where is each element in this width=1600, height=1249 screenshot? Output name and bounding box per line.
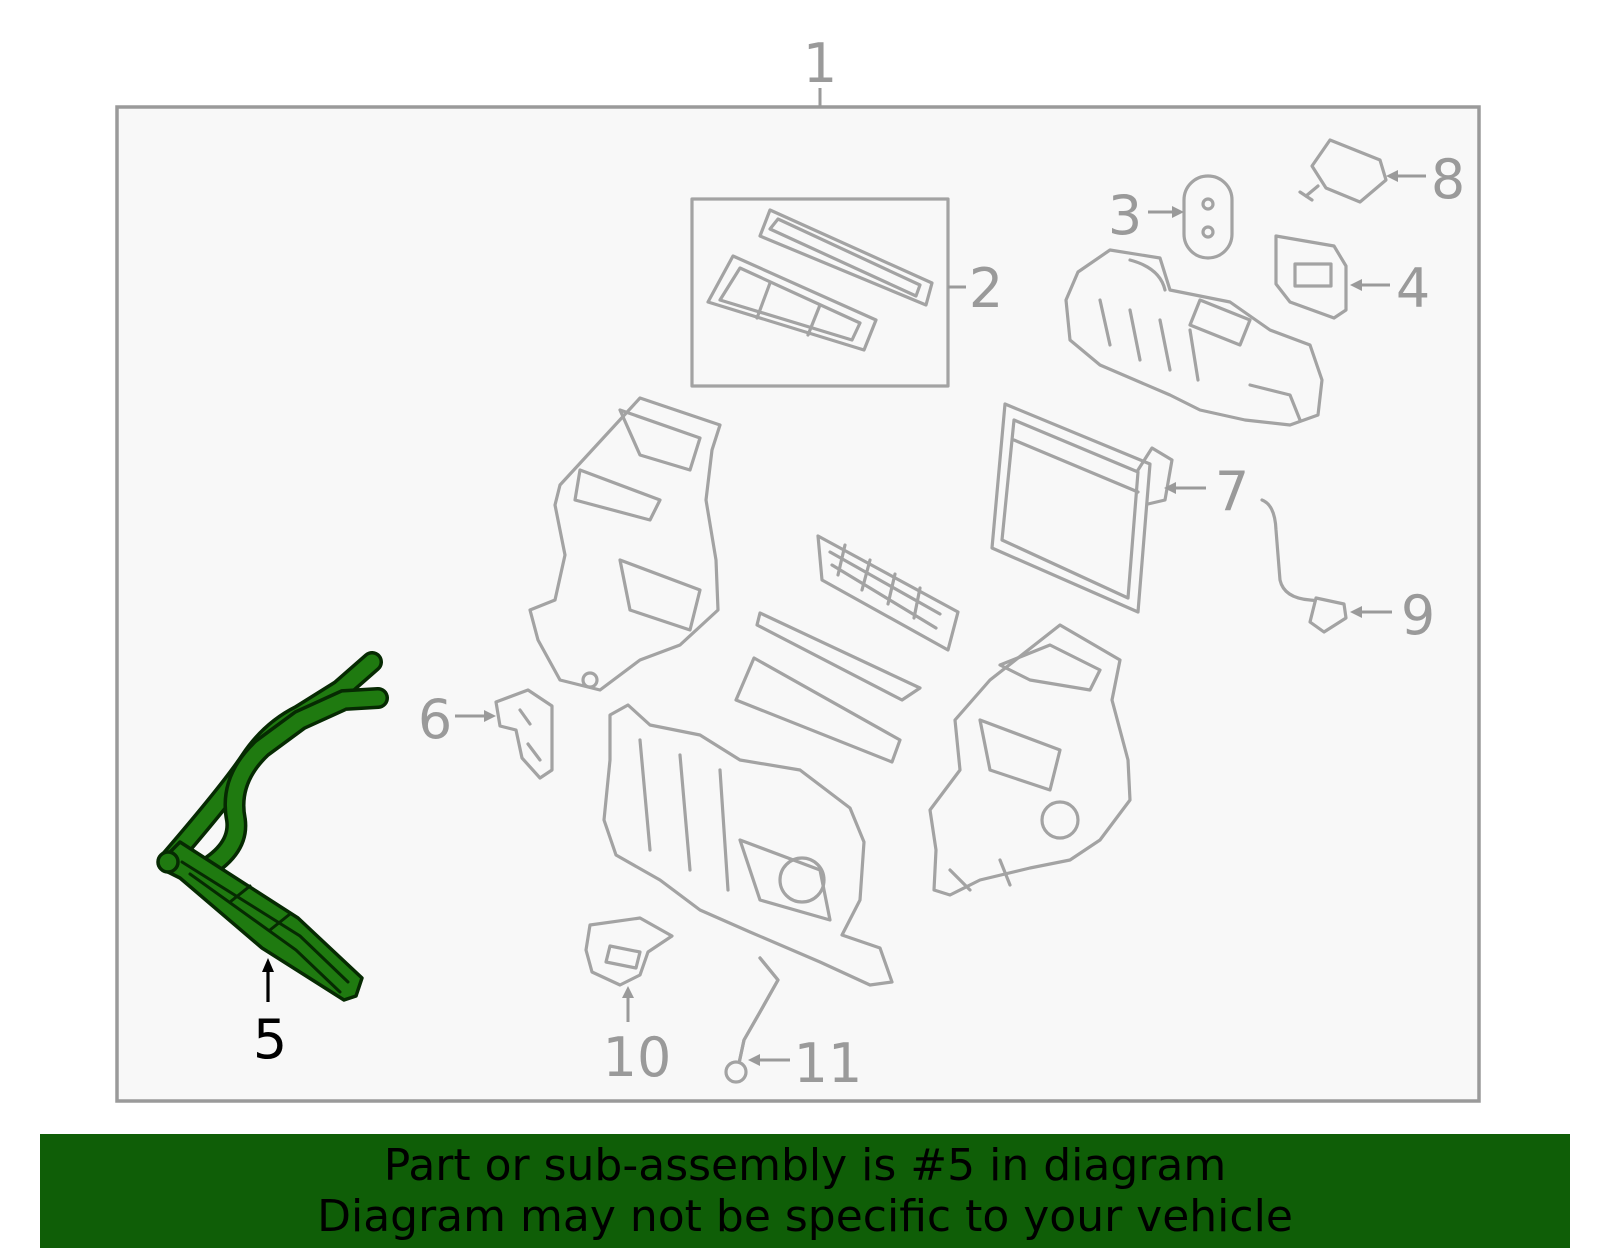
right-housing[interactable] <box>928 623 1132 897</box>
parts-diagram: 1 2 3 4 8 <box>115 32 1481 1103</box>
callout-4[interactable]: 4 <box>1396 257 1430 320</box>
part-9-sensor[interactable] <box>1260 498 1348 634</box>
part-3-cap[interactable] <box>1182 174 1234 260</box>
part-5-heater-core[interactable] <box>156 651 389 1002</box>
part-6-bracket[interactable] <box>494 688 554 780</box>
part-4-seal[interactable] <box>1274 234 1348 320</box>
info-banner: Part or sub-assembly is #5 in diagram Di… <box>40 1134 1570 1248</box>
callout-8[interactable]: 8 <box>1431 148 1465 211</box>
banner-line-1: Part or sub-assembly is #5 in diagram <box>383 1140 1227 1191</box>
part-2-cabin-filters[interactable] <box>690 197 950 388</box>
part-8-actuator[interactable] <box>1298 138 1388 204</box>
callout-7[interactable]: 7 <box>1215 460 1249 523</box>
center-grille[interactable] <box>734 534 960 764</box>
part-7-evaporator[interactable] <box>990 402 1174 614</box>
callout-6[interactable]: 6 <box>418 688 452 751</box>
upper-case[interactable] <box>1064 248 1324 427</box>
left-housing[interactable] <box>528 396 722 692</box>
part-11-hose[interactable] <box>724 956 780 1084</box>
callout-11[interactable]: 11 <box>794 1032 863 1095</box>
callout-5[interactable]: 5 <box>253 1008 287 1071</box>
lower-case[interactable] <box>602 703 894 987</box>
callout-9[interactable]: 9 <box>1401 584 1435 647</box>
part-10-clip[interactable] <box>584 916 674 987</box>
callout-10[interactable]: 10 <box>603 1026 672 1089</box>
callout-2[interactable]: 2 <box>969 257 1003 320</box>
callout-3[interactable]: 3 <box>1108 184 1142 247</box>
callout-1[interactable]: 1 <box>803 32 837 95</box>
banner-line-2: Diagram may not be specific to your vehi… <box>317 1191 1293 1242</box>
